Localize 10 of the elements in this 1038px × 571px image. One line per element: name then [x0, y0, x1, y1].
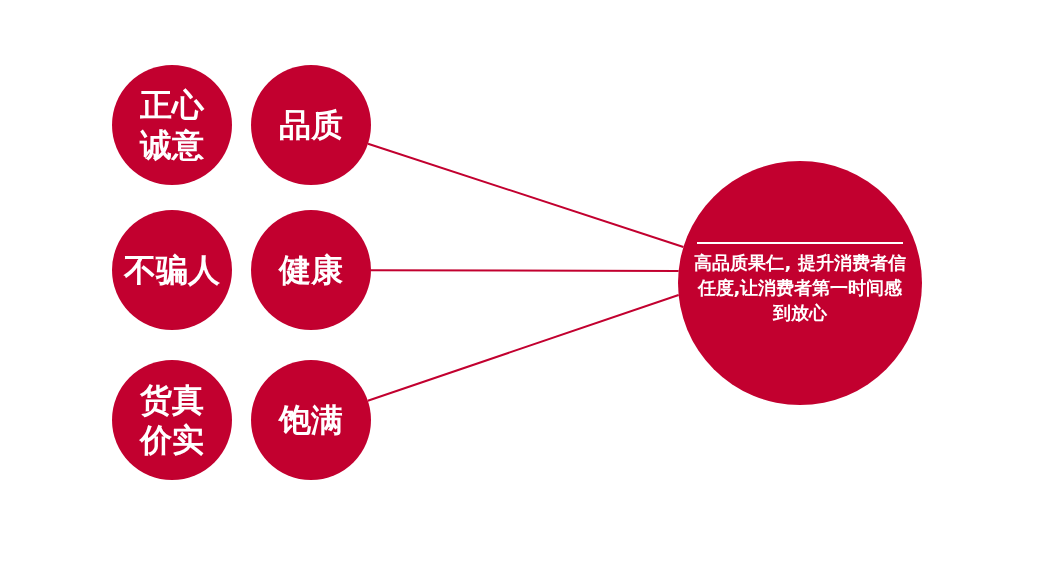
- node-label: 品质: [279, 105, 343, 145]
- node-label: 不骗人: [124, 250, 220, 290]
- connector-line: [370, 269, 680, 272]
- node-label: 健康: [279, 250, 343, 290]
- node-label: 饱满: [279, 400, 343, 440]
- node-label: 货真价实: [139, 380, 205, 460]
- connector-line: [366, 294, 680, 402]
- node-description: 高品质果仁, 提升消费者信任度,让消费者第一时间感到放心: [693, 250, 907, 325]
- node-label: 正心诚意: [139, 85, 205, 165]
- connector-line: [367, 142, 685, 248]
